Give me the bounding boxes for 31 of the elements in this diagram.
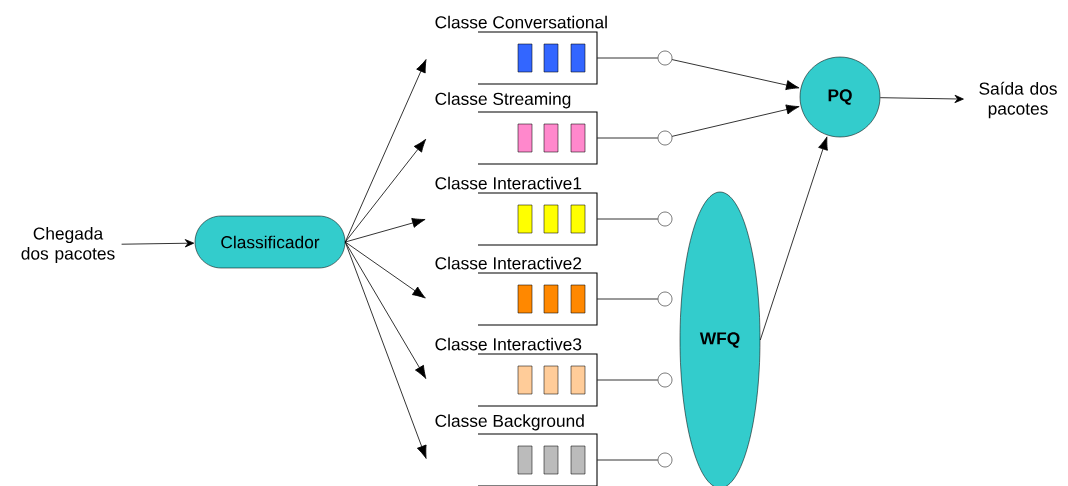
connector-line [596,298,659,300]
queue-label: Classe Background [435,414,584,431]
connector-line [596,218,659,220]
classifier-box: Classificador [194,215,346,269]
queue-label: Classe Interactive1 [435,176,582,190]
arrow [671,104,800,137]
queue-label: Classe Conversational [435,15,607,29]
exit-text: Saída dos pacotes [979,81,1057,119]
arrow [344,241,426,299]
connector-line [596,137,659,139]
queue-label: Classe Interactive2 [435,256,582,270]
arrow [344,59,427,243]
server-circle [657,130,673,146]
queue-label: Classe Streaming [435,92,571,109]
server-circle [657,372,673,388]
arrow [344,138,427,243]
server-circle [657,291,673,307]
connector-line [596,57,659,59]
arrow [344,218,426,243]
arrow [671,59,800,91]
server-circle [657,452,673,468]
queue-label: Classe Interactive3 [435,337,582,351]
arrow [759,136,828,341]
arrow [344,241,427,459]
server-circle [657,211,673,227]
arrow [879,94,964,104]
server-circle [657,50,673,66]
arrow [121,239,195,248]
connector-line [596,459,659,461]
entry-text: Chegada dos pacotes [21,226,115,264]
connector-line [596,379,659,381]
